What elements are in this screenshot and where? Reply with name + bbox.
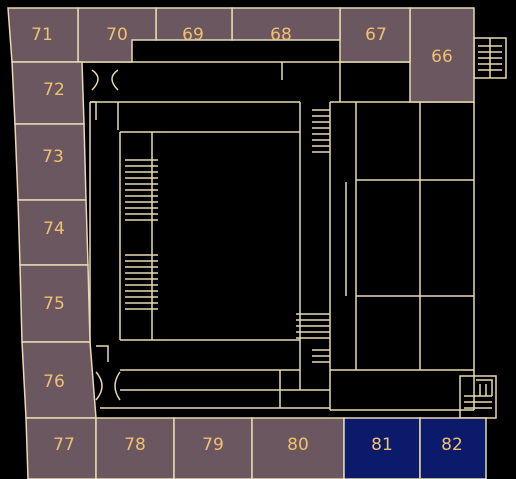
room-70-label: 70: [106, 25, 128, 45]
room-69-label: 69: [182, 25, 204, 45]
room-66-label: 66: [431, 47, 453, 67]
room-82[interactable]: 82: [419, 417, 487, 479]
room-78-label: 78: [124, 435, 146, 455]
corridor-walls: [82, 37, 507, 419]
room-72-label: 72: [43, 80, 65, 100]
room-71[interactable]: 71: [7, 7, 79, 63]
room-79-shape[interactable]: [173, 417, 253, 479]
room-73[interactable]: 73: [14, 123, 87, 201]
room-71-label: 71: [31, 25, 53, 45]
room-82-label: 82: [441, 435, 463, 455]
room-81[interactable]: 81: [343, 417, 421, 479]
room-78-shape[interactable]: [95, 417, 175, 479]
room-67-label: 67: [365, 25, 387, 45]
room-68-label: 68: [270, 25, 292, 45]
room-69[interactable]: 69: [155, 7, 233, 45]
room-81-shape[interactable]: [343, 417, 421, 479]
room-81-label: 81: [371, 435, 393, 455]
room-80[interactable]: 80: [251, 417, 345, 479]
room-67[interactable]: 67: [339, 7, 411, 63]
room-78[interactable]: 78: [95, 417, 175, 479]
room-80-shape[interactable]: [251, 417, 345, 479]
room-76-label: 76: [43, 372, 65, 392]
room-68[interactable]: 68: [231, 7, 341, 45]
room-75[interactable]: 75: [19, 264, 91, 343]
room-66[interactable]: 66: [409, 7, 475, 103]
room-74-label: 74: [43, 219, 65, 239]
room-79[interactable]: 79: [173, 417, 253, 479]
room-77-shape[interactable]: [25, 417, 97, 479]
room-72[interactable]: 72: [11, 61, 85, 125]
room-73-label: 73: [42, 147, 64, 167]
room-77[interactable]: 77: [25, 417, 97, 479]
room-74[interactable]: 74: [17, 199, 89, 266]
room-75-label: 75: [43, 294, 65, 314]
room-77-label: 77: [53, 435, 75, 455]
room-79-label: 79: [202, 435, 224, 455]
room-66-shape[interactable]: [409, 7, 475, 103]
room-82-shape[interactable]: [419, 417, 487, 479]
room-80-label: 80: [287, 435, 309, 455]
room-67-shape[interactable]: [339, 7, 411, 63]
room-76[interactable]: 76: [21, 341, 97, 419]
room-70[interactable]: 70: [77, 7, 157, 63]
